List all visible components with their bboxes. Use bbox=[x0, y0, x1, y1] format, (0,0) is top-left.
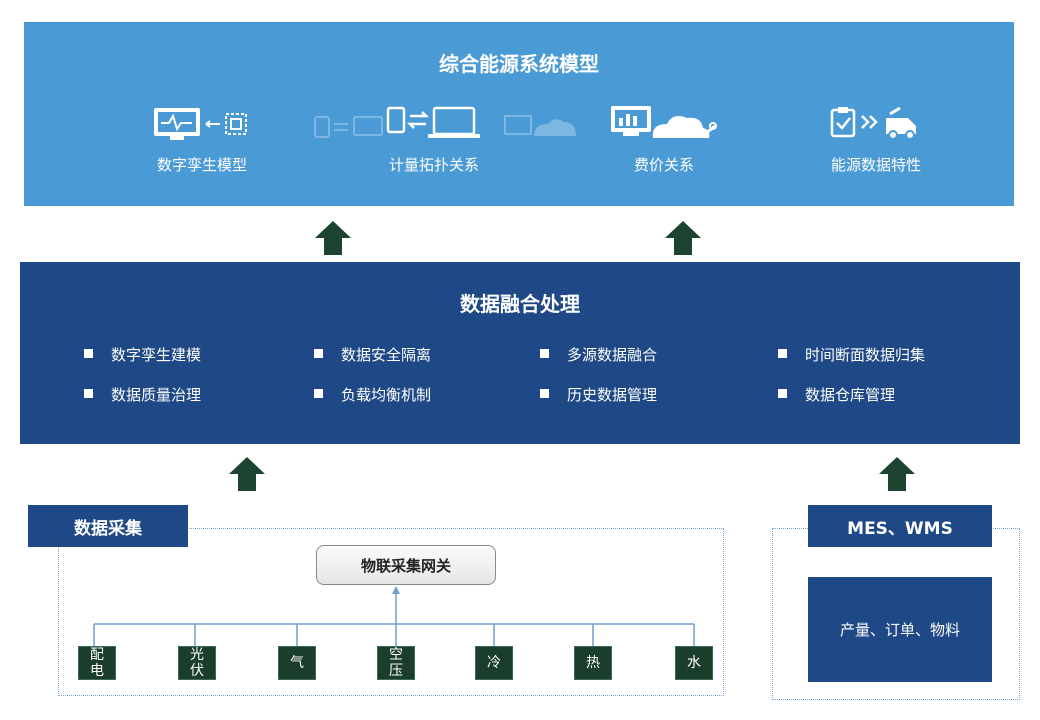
source-heat: 热 bbox=[574, 646, 612, 680]
feature-digital-twin: 数字孪生模型 bbox=[112, 94, 292, 175]
bullet-icon bbox=[84, 349, 93, 358]
bullet-icon bbox=[540, 389, 549, 398]
up-arrow-icon bbox=[665, 221, 701, 255]
bullet-icon bbox=[314, 389, 323, 398]
devices-sync-icon bbox=[386, 106, 480, 138]
feature-metering-topology: 计量拓扑关系 bbox=[344, 94, 524, 175]
mes-wms-tag: MES、WMS bbox=[808, 505, 992, 547]
fusion-item: 多源数据融合 bbox=[540, 344, 657, 365]
bullet-icon bbox=[778, 349, 787, 358]
feature-energy-data: 能源数据特性 bbox=[786, 94, 966, 175]
data-collection-frame bbox=[58, 528, 724, 696]
fusion-item: 数据仓库管理 bbox=[778, 384, 895, 405]
feature-price-relation: 费价关系 bbox=[574, 94, 754, 175]
fusion-item: 负载均衡机制 bbox=[314, 384, 431, 405]
source-cooling: 冷 bbox=[475, 646, 513, 680]
fusion-item: 数据安全隔离 bbox=[314, 344, 431, 365]
fusion-item: 历史数据管理 bbox=[540, 384, 657, 405]
source-photovoltaic: 光伏 bbox=[178, 646, 216, 680]
mes-wms-content-box: 产量、订单、物料 bbox=[808, 577, 992, 682]
monitor-chip-icon bbox=[154, 108, 247, 140]
up-arrow-icon bbox=[879, 457, 915, 491]
iot-gateway-box: 物联采集网关 bbox=[316, 545, 496, 585]
energy-model-title: 综合能源系统模型 bbox=[439, 52, 599, 76]
feature-label: 数字孪生模型 bbox=[156, 156, 247, 174]
up-arrow-icon bbox=[315, 221, 351, 255]
source-gas: 气 bbox=[278, 646, 316, 680]
feature-label: 费价关系 bbox=[633, 156, 694, 174]
up-arrow-icon bbox=[229, 457, 265, 491]
feature-label: 计量拓扑关系 bbox=[388, 156, 479, 174]
fusion-item: 数据质量治理 bbox=[84, 384, 201, 405]
bullet-icon bbox=[314, 349, 323, 358]
faint-devices-icon bbox=[314, 116, 383, 138]
faint-cloud-icon bbox=[504, 115, 576, 136]
data-fusion-panel: 数据融合处理 数字孪生建模 数据安全隔离 多源数据融合 时间断面数据归集 数据质… bbox=[20, 262, 1020, 444]
source-water: 水 bbox=[675, 646, 713, 680]
fusion-item: 时间断面数据归集 bbox=[778, 344, 925, 365]
clipboard-truck-icon bbox=[830, 106, 916, 140]
energy-model-panel: 综合能源系统模型 数字孪生模型 bbox=[24, 22, 1014, 206]
data-collection-tag: 数据采集 bbox=[28, 505, 188, 547]
source-power-distribution: 配电 bbox=[78, 646, 116, 680]
monitor-cloud-icon bbox=[611, 106, 717, 138]
data-fusion-title: 数据融合处理 bbox=[460, 292, 580, 316]
bullet-icon bbox=[778, 389, 787, 398]
source-compressed-air: 空压 bbox=[377, 646, 415, 680]
feature-label: 能源数据特性 bbox=[830, 156, 921, 174]
bullet-icon bbox=[84, 389, 93, 398]
bullet-icon bbox=[540, 349, 549, 358]
fusion-item: 数字孪生建模 bbox=[84, 344, 201, 365]
